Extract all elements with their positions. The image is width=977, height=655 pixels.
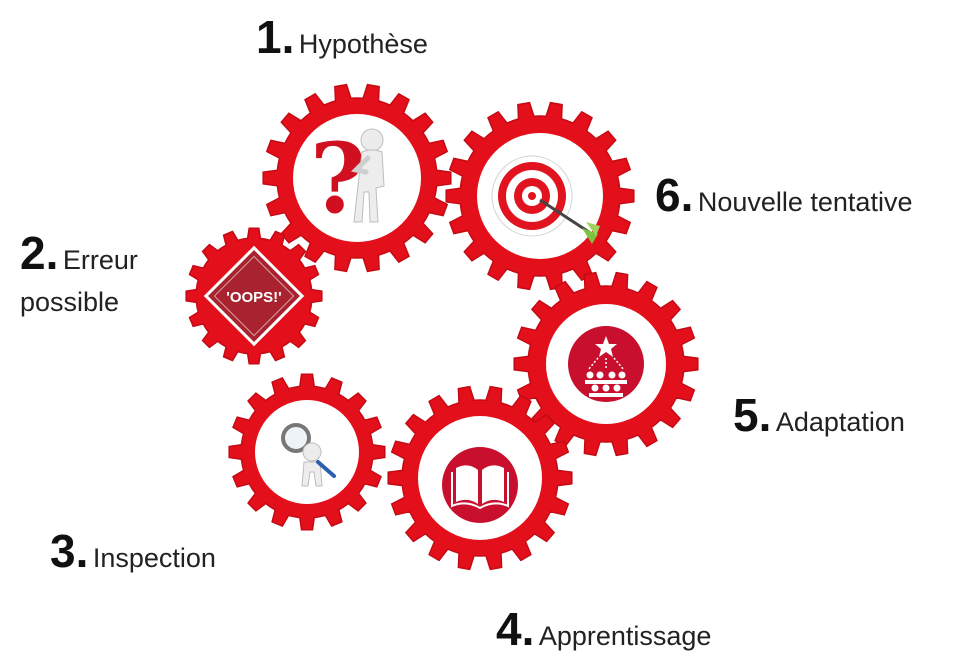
step-title: Inspection — [92, 543, 216, 573]
step-title: Nouvelle tentative — [697, 187, 913, 217]
oops-sign-text: 'OOPS!' — [226, 289, 281, 306]
step-number: 4. — [496, 603, 535, 655]
question-figure-icon: ? — [310, 122, 385, 235]
step-number: 6. — [655, 169, 694, 221]
gear-4 — [387, 385, 573, 571]
gear-6 — [445, 101, 635, 291]
step-title: Apprentissage — [538, 621, 712, 651]
step-number: 3. — [50, 525, 89, 577]
oops-sign-icon: 'OOPS!' — [203, 245, 305, 347]
gear-2: 'OOPS!' — [185, 227, 323, 365]
step-title: Hypothèse — [298, 29, 428, 59]
gear-3 — [228, 373, 386, 531]
step-number: 2. — [20, 227, 59, 279]
magnifier-figure-icon — [281, 423, 336, 487]
step-5-label: 5. Adaptation — [733, 392, 905, 438]
target-arrow-icon — [491, 155, 600, 244]
step-2-label-line2: possible — [20, 287, 120, 317]
team-star-icon — [568, 326, 644, 402]
gear-1: ? — [262, 83, 452, 273]
gear-5 — [513, 271, 699, 457]
step-4-label: 4. Apprentissage — [496, 606, 711, 652]
step-3-label: 3. Inspection — [50, 528, 216, 574]
step-1-label: 1. Hypothèse — [256, 14, 428, 60]
step-2-label: 2. Erreur — [20, 230, 138, 276]
open-book-icon — [442, 447, 518, 523]
step-title-line1: Erreur — [62, 245, 138, 275]
step-6-label: 6. Nouvelle tentative — [655, 172, 912, 218]
step-title: Adaptation — [775, 407, 905, 437]
step-number: 5. — [733, 389, 772, 441]
step-number: 1. — [256, 11, 295, 63]
